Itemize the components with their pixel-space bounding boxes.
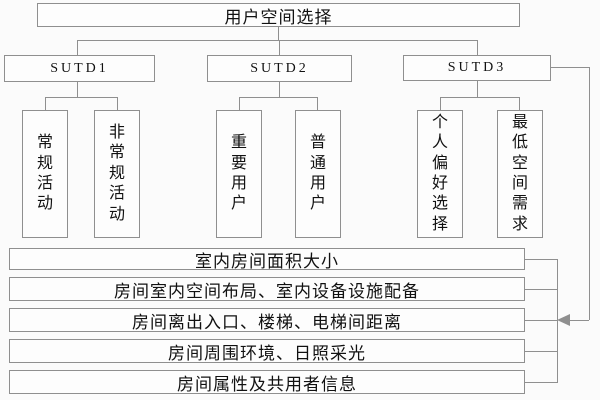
node-label: 最低空间需求 bbox=[512, 113, 529, 233]
bar-label: 房间周围环境、日照采光 bbox=[168, 343, 366, 363]
node-sutd3: SUTD3 bbox=[403, 55, 551, 81]
node-important-user: 重要用户 bbox=[216, 110, 262, 238]
connector-line bbox=[77, 40, 478, 41]
bar-room-environment-daylight: 房间周围环境、日照采光 bbox=[9, 339, 525, 363]
connector-line bbox=[117, 97, 118, 110]
connector-line bbox=[477, 81, 478, 97]
connector-line bbox=[440, 97, 520, 98]
connector-line bbox=[551, 67, 589, 68]
connector-line bbox=[525, 320, 557, 321]
connector-line bbox=[239, 97, 240, 110]
bar-label: 房间室内空间布局、室内设备设施配备 bbox=[114, 281, 420, 301]
arrow-left-icon bbox=[557, 314, 570, 326]
node-personal-preference: 个人偏好选择 bbox=[417, 110, 463, 238]
connector-line bbox=[278, 27, 279, 40]
node-irregular-activity: 非常规活动 bbox=[94, 110, 140, 238]
connector-line bbox=[525, 289, 557, 290]
node-sutd1: SUTD1 bbox=[4, 55, 155, 82]
connector-line bbox=[525, 259, 557, 260]
connector-line bbox=[45, 97, 118, 98]
node-label: 非常规活动 bbox=[109, 123, 126, 223]
node-label: 重要用户 bbox=[231, 134, 248, 213]
node-label: 个人偏好选择 bbox=[432, 113, 449, 233]
connector-line bbox=[279, 82, 280, 97]
connector-line bbox=[525, 351, 557, 352]
node-sutd2: SUTD2 bbox=[207, 55, 352, 82]
connector-line bbox=[519, 97, 520, 110]
bar-room-area-size: 室内房间面积大小 bbox=[9, 248, 525, 271]
connector-line bbox=[525, 382, 557, 383]
node-user-space-selection: 用户空间选择 bbox=[37, 3, 520, 27]
node-ordinary-user: 普通用户 bbox=[295, 110, 341, 238]
bar-room-layout-equipment: 房间室内空间布局、室内设备设施配备 bbox=[9, 277, 525, 301]
connector-line bbox=[45, 97, 46, 110]
node-label: SUTD2 bbox=[250, 60, 309, 76]
node-label: SUTD1 bbox=[50, 60, 109, 76]
bar-label: 房间离出入口、楼梯、电梯间距离 bbox=[132, 312, 402, 332]
connector-line bbox=[317, 97, 318, 110]
node-minimum-space-need: 最低空间需求 bbox=[497, 110, 543, 238]
connector-line bbox=[239, 97, 318, 98]
connector-line bbox=[557, 259, 558, 383]
bar-room-distance-exits: 房间离出入口、楼梯、电梯间距离 bbox=[9, 308, 525, 332]
node-label: 普通用户 bbox=[310, 134, 327, 213]
bar-label: 室内房间面积大小 bbox=[195, 251, 339, 271]
bar-room-attributes-cousers: 房间属性及共用者信息 bbox=[9, 370, 525, 394]
node-label: SUTD3 bbox=[447, 60, 507, 75]
bar-label: 房间属性及共用者信息 bbox=[177, 374, 357, 394]
node-label: 用户空间选择 bbox=[224, 7, 333, 27]
connector-line bbox=[589, 67, 590, 320]
connector-line bbox=[77, 82, 78, 97]
connector-line bbox=[440, 97, 441, 110]
connector-line bbox=[569, 320, 589, 321]
connector-line bbox=[279, 40, 280, 55]
node-regular-activity: 常规活动 bbox=[22, 110, 68, 238]
connector-line bbox=[77, 40, 78, 55]
node-label: 常规活动 bbox=[37, 134, 54, 213]
connector-line bbox=[477, 40, 478, 55]
